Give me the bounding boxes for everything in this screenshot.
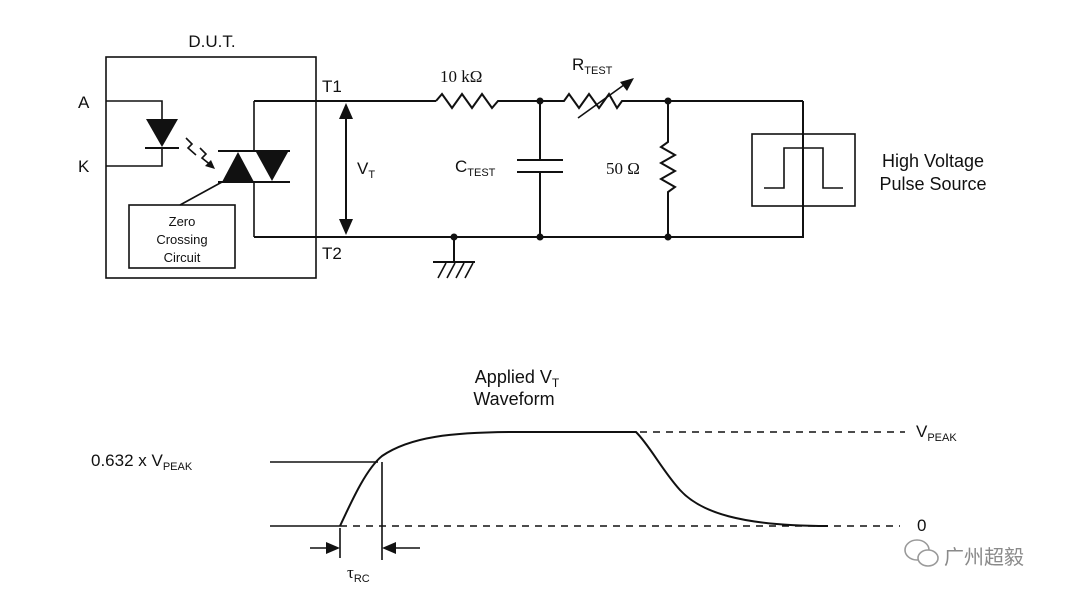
- source-label-line2: Pulse Source: [879, 174, 986, 194]
- zero-crossing-box: [128, 204, 236, 269]
- triac-gate-wire: [179, 181, 223, 206]
- waveform-title-line1: Applied VT: [475, 367, 560, 390]
- led-cathode-wire: [106, 149, 163, 167]
- vt-label: VT: [357, 159, 375, 181]
- pin-a-label: A: [78, 93, 90, 112]
- resistor-50-icon: [658, 101, 678, 237]
- variable-arrow-icon: [577, 78, 634, 119]
- waveform-title-line2: Waveform: [473, 389, 554, 409]
- dut-box: [105, 56, 317, 279]
- resistor-10k-label: 10 kΩ: [440, 67, 482, 86]
- ground-icon: [433, 237, 475, 279]
- triac-left-diode-icon: [222, 152, 254, 182]
- t2-label: T2: [322, 244, 342, 263]
- t1-label: T1: [322, 77, 342, 96]
- t2-rail: [254, 101, 804, 238]
- wechat-icon: [904, 539, 939, 567]
- pin-k-label: K: [78, 157, 90, 176]
- pulse-waveform-icon: [764, 147, 843, 189]
- tau-arrows: [310, 542, 420, 554]
- light-emission-icon: [185, 137, 215, 169]
- led-anode-wire: [106, 100, 163, 119]
- triac-right-diode-icon: [256, 152, 288, 181]
- resistor-10k-icon: [435, 92, 540, 110]
- zero-crossing-line3: Circuit: [164, 250, 201, 265]
- rtest-resistor-icon: [540, 92, 803, 110]
- level-0632-label: 0.632 x VPEAK: [91, 451, 193, 473]
- pulse-source-box: [751, 133, 856, 207]
- dut-label: D.U.T.: [188, 32, 235, 51]
- rtest-label: RTEST: [572, 55, 613, 77]
- applied-vt-waveform: [339, 431, 829, 527]
- source-label-line1: High Voltage: [882, 151, 984, 171]
- zero-label: 0: [917, 516, 926, 535]
- vt-arrow: [339, 103, 353, 235]
- led-diode-icon: [146, 119, 178, 147]
- resistor-50-label: 50 Ω: [606, 159, 640, 178]
- tau-rc-label: τRC: [347, 563, 370, 585]
- vpeak-label: VPEAK: [916, 422, 957, 444]
- zero-crossing-line2: Crossing: [156, 232, 207, 247]
- ctest-label: CTEST: [455, 157, 496, 179]
- zero-crossing-line1: Zero: [169, 214, 196, 229]
- watermark-text: 广州超毅: [944, 545, 1024, 569]
